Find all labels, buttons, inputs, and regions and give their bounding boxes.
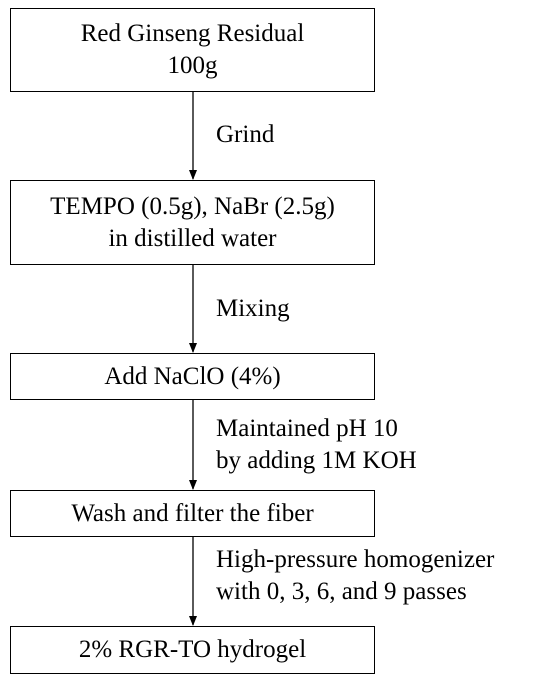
transition-label-homogenizer: High-pressure homogenizer with 0, 3, 6, … [216, 544, 494, 608]
transition-text: Mixing [216, 295, 290, 322]
step-box-red-ginseng-residual: Red Ginseng Residual 100g [10, 8, 375, 92]
transition-text: Maintained pH 10 [216, 415, 398, 442]
step-text: Wash and filter the fiber [71, 499, 314, 527]
step-box-wash-filter: Wash and filter the fiber [10, 490, 375, 537]
transition-label-grind: Grind [216, 119, 274, 151]
step-text: Add NaClO (4%) [104, 362, 281, 390]
step-text: TEMPO (0.5g), NaBr (2.5g) [50, 192, 335, 220]
step-text: 100g [167, 52, 218, 79]
step-text: in distilled water [108, 224, 277, 252]
step-box-add-naclo: Add NaClO (4%) [10, 353, 375, 400]
transition-label-mixing: Mixing [216, 293, 290, 325]
step-box-hydrogel: 2% RGR-TO hydrogel [10, 626, 375, 674]
transition-text: Grind [216, 121, 275, 148]
step-text: 2% RGR-TO hydrogel [78, 636, 307, 663]
transition-text: with 0, 3, 6, and 9 passes [216, 578, 467, 605]
step-text: Red Ginseng Residual [80, 20, 305, 47]
transition-label-ph: Maintained pH 10 by adding 1M KOH [216, 413, 417, 477]
transition-text: High-pressure homogenizer [216, 546, 495, 573]
step-box-tempo-nabr: TEMPO (0.5g), NaBr (2.5g) in distilled w… [10, 180, 375, 265]
transition-text: by adding 1M KOH [216, 447, 417, 474]
